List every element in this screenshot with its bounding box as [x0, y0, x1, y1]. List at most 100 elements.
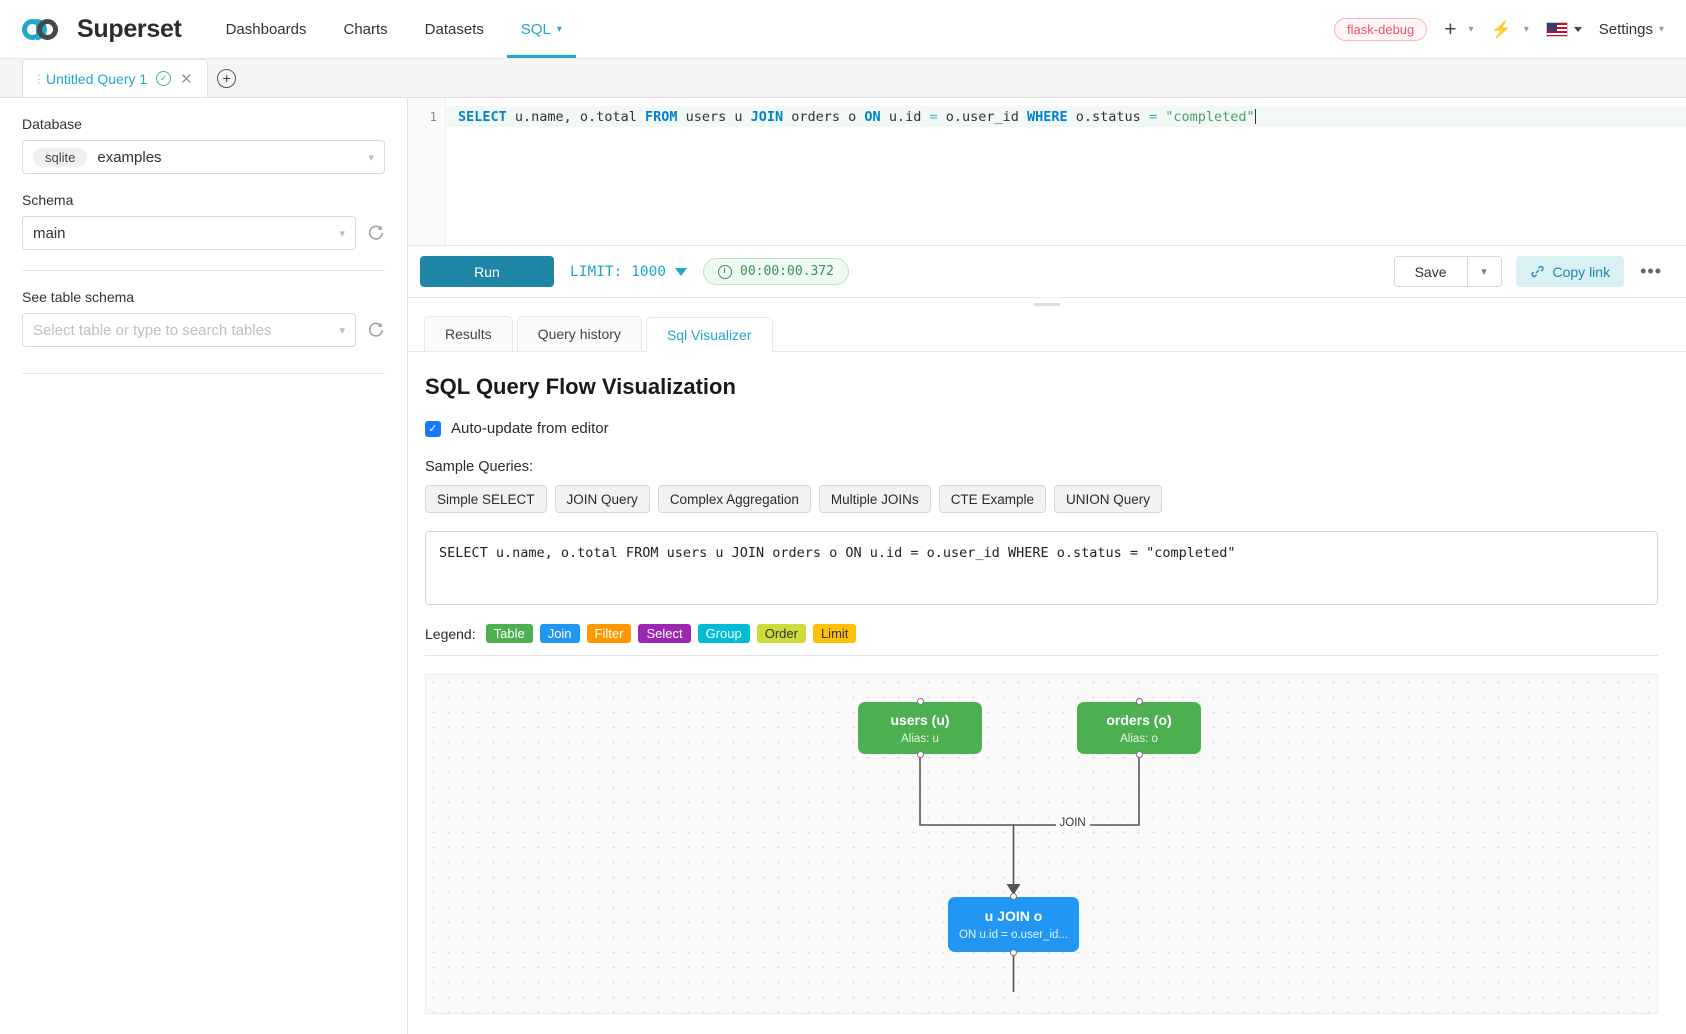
copy-link-label: Copy link	[1552, 263, 1611, 280]
auto-update-row: ✓ Auto-update from editor	[425, 420, 1658, 437]
flow-edge	[919, 754, 1015, 885]
run-button[interactable]: Run	[420, 256, 554, 287]
sample-query-button-3[interactable]: Multiple JOINs	[818, 485, 931, 513]
copy-link-button[interactable]: Copy link	[1515, 256, 1625, 287]
flow-edge-arrow	[1006, 884, 1021, 895]
flow-node-title: u JOIN o	[984, 908, 1043, 924]
left-panel-bottom-rule	[22, 373, 385, 374]
page-title: SQL Query Flow Visualization	[425, 374, 736, 399]
code-token: JOIN	[750, 109, 784, 125]
alerts-button[interactable]: ⚡ ▾	[1491, 21, 1529, 38]
clock-icon	[718, 264, 733, 279]
refresh-tables-icon[interactable]	[367, 321, 385, 339]
line-number: 1	[429, 109, 437, 124]
tab-query-history[interactable]: Query history	[516, 316, 642, 351]
add-query-tab-button[interactable]: +	[208, 59, 246, 97]
node-port-top[interactable]	[1010, 893, 1017, 900]
tab-sql-visualizer[interactable]: Sql Visualizer	[645, 317, 773, 352]
plus-icon: +	[1444, 17, 1457, 41]
sql-query-textarea[interactable]	[425, 531, 1658, 605]
refresh-schema-icon[interactable]	[367, 224, 385, 242]
nav-link-datasets[interactable]: Datasets	[423, 0, 486, 58]
flow-node-subtitle: Alias: u	[901, 732, 939, 745]
result-tabs: Results Query history Sql Visualizer	[408, 310, 1686, 352]
node-port-top[interactable]	[1135, 698, 1143, 705]
code-token: u.id	[880, 109, 930, 125]
chevron-down-icon: ▾	[1523, 23, 1529, 35]
flow-node-orders[interactable]: orders (o)Alias: o	[1077, 698, 1201, 758]
auto-update-checkbox[interactable]: ✓	[425, 420, 441, 437]
chevron-down-icon: ▾	[556, 23, 562, 35]
nav-link-sql[interactable]: SQL ▾	[506, 0, 576, 58]
chevron-down-icon: ▾	[339, 227, 345, 240]
chevron-down-icon: ▾	[1658, 23, 1664, 35]
node-port-bottom[interactable]	[1010, 949, 1017, 956]
schema-field: Schema main ▾	[22, 192, 385, 250]
flow-diagram-canvas[interactable]: users (u)Alias: u orders (o)Alias: o u JOI…	[425, 674, 1658, 1014]
editor-toolbar: Run LIMIT: 1000 00:00:00.372 Save ▾	[408, 246, 1686, 298]
node-port-bottom[interactable]	[916, 751, 924, 758]
flask-debug-badge[interactable]: flask-debug	[1334, 17, 1428, 41]
sql-visualizer-panel: SQL Query Flow Visualization ✓ Auto-upda…	[408, 352, 1686, 1034]
close-icon[interactable]: ✕	[180, 70, 193, 88]
table-placeholder: Select table or type to search tables	[33, 321, 272, 339]
legend-chip-group: Group	[697, 624, 750, 643]
node-port-bottom[interactable]	[1135, 751, 1143, 758]
sample-query-button-0[interactable]: Simple SELECT	[425, 485, 547, 513]
code-token: o.user_id	[937, 109, 1028, 125]
language-selector[interactable]	[1545, 21, 1582, 37]
save-button[interactable]: Save	[1394, 257, 1467, 286]
legend-chip-join: Join	[539, 624, 580, 643]
editor-gutter: 1	[408, 98, 446, 245]
node-port-top[interactable]	[916, 698, 924, 705]
nav-link-dashboards[interactable]: Dashboards	[224, 0, 309, 58]
query-tab-label: Untitled Query 1	[46, 70, 148, 87]
save-dropdown-button[interactable]: ▾	[1466, 257, 1501, 286]
table-select[interactable]: Select table or type to search tables ▾	[22, 313, 356, 347]
active-line-highlight	[446, 106, 1686, 127]
database-label: Database	[22, 116, 82, 132]
new-item-button[interactable]: + ▾	[1444, 19, 1473, 40]
table-schema-field: See table schema Select table or type to…	[22, 289, 385, 347]
legend-chip-select: Select	[638, 624, 691, 643]
superset-logo-icon	[22, 16, 68, 42]
nav-label: SQL	[520, 20, 551, 38]
visualizer-divider	[425, 655, 1658, 656]
editor-code-area[interactable]: SELECT u.name, o.total FROM users u JOIN…	[446, 98, 1686, 245]
sample-query-button-4[interactable]: CTE Example	[938, 485, 1046, 513]
sample-query-button-2[interactable]: Complex Aggregation	[657, 485, 811, 513]
code-token: =	[1148, 109, 1158, 125]
limit-dropdown[interactable]: LIMIT: 1000	[570, 264, 688, 280]
code-token: users u	[677, 109, 751, 125]
query-tab-strip: ⋮ Untitled Query 1 ✓ ✕ +	[0, 59, 1686, 98]
database-value: examples	[97, 148, 162, 166]
schema-select[interactable]: main ▾	[22, 216, 356, 250]
right-panel: 1 SELECT u.name, o.total FROM users u JO…	[408, 98, 1686, 1034]
flow-node-users[interactable]: users (u)Alias: u	[858, 698, 982, 758]
legend-chip-order: Order	[756, 624, 806, 643]
nav-link-charts[interactable]: Charts	[341, 0, 389, 58]
drag-dots-icon[interactable]: ⋮	[33, 71, 45, 86]
table-schema-label: See table schema	[22, 289, 135, 305]
left-panel: Database sqlite examples ▾ Schema main ▾	[0, 98, 408, 1034]
code-token: u.name, o.total	[506, 109, 645, 125]
flow-node-title: orders (o)	[1106, 711, 1172, 728]
superset-logo[interactable]: Superset	[22, 15, 182, 44]
sample-query-button-5[interactable]: UNION Query	[1053, 485, 1162, 513]
panel-resize-handle[interactable]	[408, 298, 1686, 310]
more-options-icon[interactable]: •••	[1640, 261, 1662, 281]
query-tab-untitled-query-1[interactable]: ⋮ Untitled Query 1 ✓ ✕	[22, 59, 208, 97]
sample-query-button-1[interactable]: JOIN Query	[554, 485, 650, 513]
nav-label: Datasets	[424, 20, 484, 38]
sample-queries-label: Sample Queries:	[425, 459, 533, 475]
settings-menu[interactable]: Settings ▾	[1599, 21, 1664, 38]
tab-results[interactable]: Results	[424, 316, 513, 351]
sql-editor[interactable]: 1 SELECT u.name, o.total FROM users u JO…	[408, 98, 1686, 246]
chevron-down-icon: ▾	[1468, 23, 1474, 35]
chevron-down-icon: ▾	[368, 151, 374, 164]
code-token: WHERE	[1027, 109, 1068, 125]
database-select[interactable]: sqlite examples ▾	[22, 140, 385, 174]
